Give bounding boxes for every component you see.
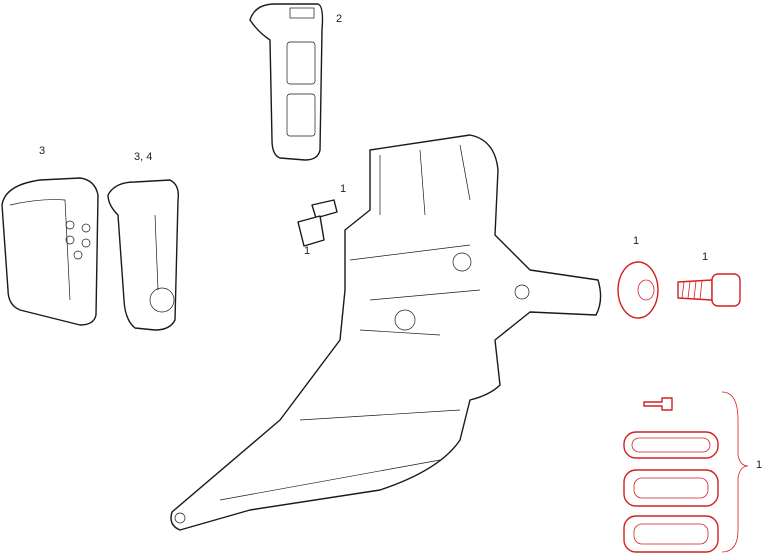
shim-kit-part (623, 391, 749, 553)
callout-limit-screw-bottom: 1 (304, 245, 311, 257)
battery-cover-part (249, 3, 324, 161)
callout-shim-kit: 1 (756, 459, 763, 471)
battery-part (1, 177, 99, 326)
limit-screws-part (297, 199, 338, 247)
battery-holder-part (107, 179, 180, 331)
callout-washer: 1 (633, 235, 640, 247)
bolt-part (677, 273, 741, 307)
callout-battery-holder: 3, 4 (134, 151, 153, 163)
callout-bolt: 1 (702, 251, 709, 263)
callout-battery-cover: 2 (336, 13, 343, 25)
front-derailleur-part (170, 134, 602, 531)
callout-limit-screw-top: 1 (340, 183, 347, 195)
washer-part (617, 261, 659, 319)
callout-battery: 3 (39, 145, 46, 157)
